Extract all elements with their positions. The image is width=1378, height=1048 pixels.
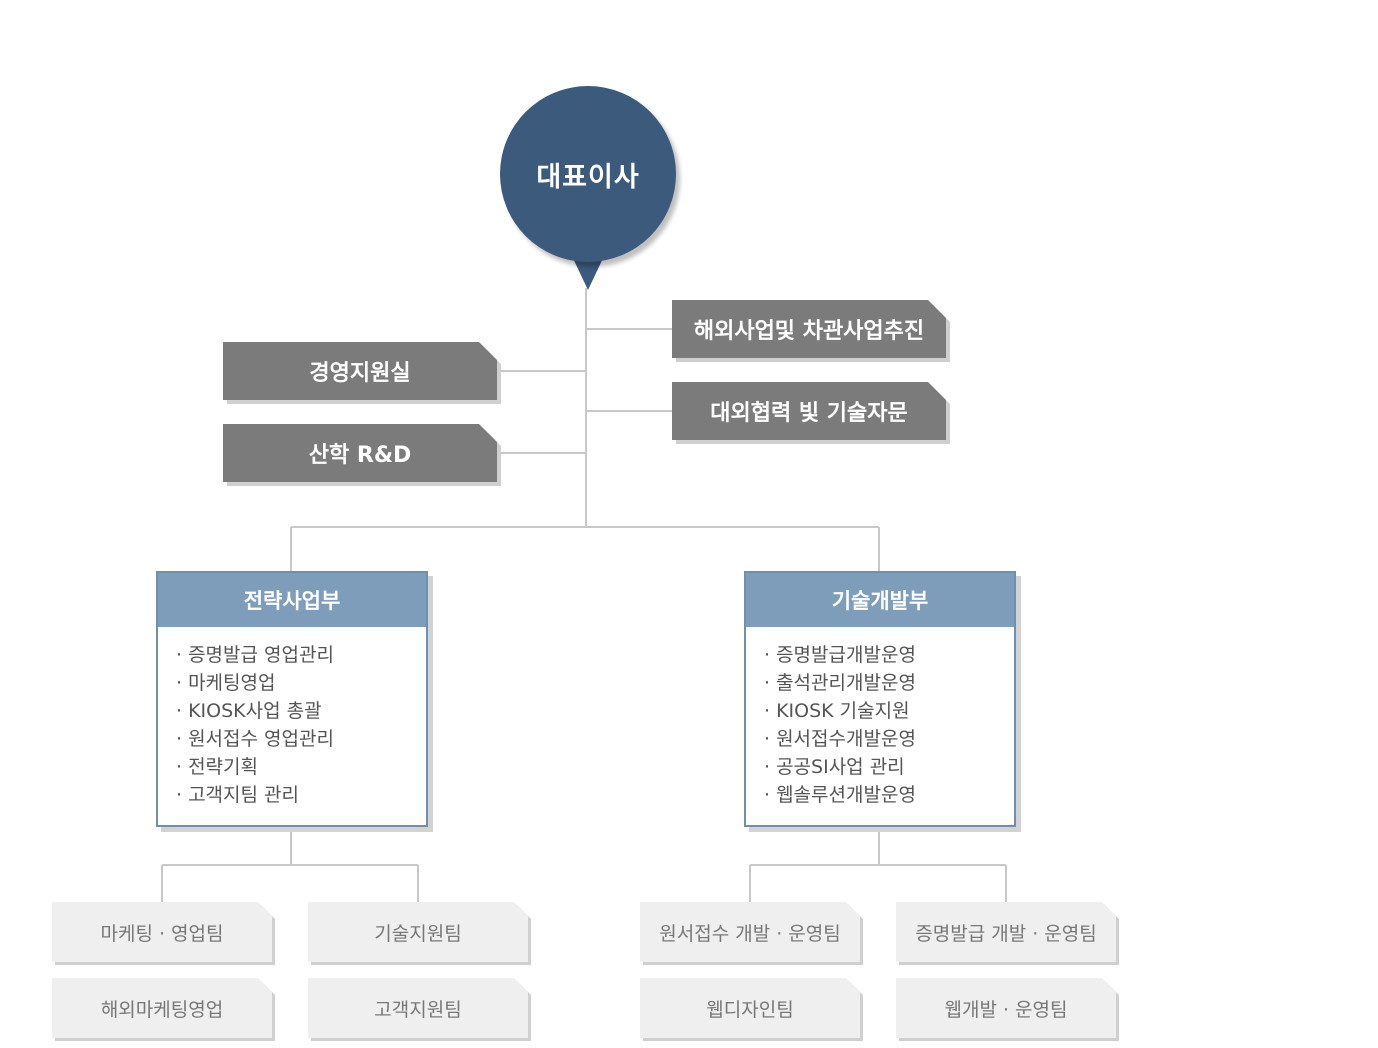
team-node: 원서접수 개발 · 운영팀 bbox=[640, 902, 860, 962]
team-node: 증명발급 개발 · 운영팀 bbox=[896, 902, 1116, 962]
team-box: 웹디자인팀 bbox=[640, 978, 860, 1038]
duty-item: · 웹솔루션개발운영 bbox=[764, 784, 916, 806]
team-label: 해외마케팅영업 bbox=[100, 998, 224, 1021]
team-label: 원서접수 개발 · 운영팀 bbox=[659, 922, 841, 945]
team-label: 웹개발 · 운영팀 bbox=[944, 998, 1068, 1021]
department-title: 전략사업부 bbox=[243, 589, 341, 613]
duty-item: · 원서접수개발운영 bbox=[764, 728, 916, 750]
department-header: 기술개발부 bbox=[746, 573, 1014, 627]
staff-left-1: 경영지원실 bbox=[223, 342, 497, 400]
team-label: 증명발급 개발 · 운영팀 bbox=[915, 922, 1097, 945]
team-box: 마케팅 · 영업팀 bbox=[52, 902, 272, 962]
department-strategy: 전략사업부 · 증명발급 영업관리 · 마케팅영업 · KIOSK사업 총괄 ·… bbox=[156, 571, 428, 827]
duty-item: · 출석관리개발운영 bbox=[764, 672, 916, 694]
team-node: 웹디자인팀 bbox=[640, 978, 860, 1038]
staff-right-2: 대외협력 빛 기술자문 bbox=[672, 382, 946, 440]
team-label: 웹디자인팀 bbox=[706, 998, 794, 1021]
staff-box: 산학 R&D bbox=[223, 424, 497, 482]
team-box: 웹개발 · 운영팀 bbox=[896, 978, 1116, 1038]
duty-item: · 마케팅영업 bbox=[176, 672, 276, 694]
team-node: 고객지원팀 bbox=[308, 978, 528, 1038]
staff-box: 해외사업및 차관사업추진 bbox=[672, 300, 946, 358]
team-box: 해외마케팅영업 bbox=[52, 978, 272, 1038]
duty-item: · 증명발급 영업관리 bbox=[176, 644, 334, 666]
duty-item: · 공공SI사업 관리 bbox=[764, 756, 905, 778]
ceo-label: 대표이사 bbox=[536, 161, 640, 193]
staff-label: 경영지원실 bbox=[309, 361, 411, 386]
team-box: 고객지원팀 bbox=[308, 978, 528, 1038]
staff-label: 산학 R&D bbox=[308, 443, 412, 468]
team-label: 기술지원팀 bbox=[374, 922, 462, 945]
department-header: 전략사업부 bbox=[158, 573, 426, 627]
team-node: 해외마케팅영업 bbox=[52, 978, 272, 1038]
department-tech-dev: 기술개발부 · 증명발급개발운영 · 출석관리개발운영 · KIOSK 기술지원… bbox=[744, 571, 1016, 827]
duty-item: · KIOSK사업 총괄 bbox=[176, 700, 322, 722]
staff-label: 대외협력 빛 기술자문 bbox=[710, 401, 908, 426]
team-box: 원서접수 개발 · 운영팀 bbox=[640, 902, 860, 962]
department-duty-list: · 증명발급개발운영 · 출석관리개발운영 · KIOSK 기술지원 · 원서접… bbox=[746, 627, 1014, 809]
staff-label: 해외사업및 차관사업추진 bbox=[693, 319, 925, 344]
staff-box: 대외협력 빛 기술자문 bbox=[672, 382, 946, 440]
staff-box: 경영지원실 bbox=[223, 342, 497, 400]
team-node: 웹개발 · 운영팀 bbox=[896, 978, 1116, 1038]
duty-item: · 전략기획 bbox=[176, 756, 258, 778]
duty-item: · 원서접수 영업관리 bbox=[176, 728, 334, 750]
duty-item: · 고객지팀 관리 bbox=[176, 784, 299, 806]
team-box: 기술지원팀 bbox=[308, 902, 528, 962]
ceo-circle: 대표이사 bbox=[500, 86, 676, 262]
staff-right-1: 해외사업및 차관사업추진 bbox=[672, 300, 946, 358]
team-box: 증명발급 개발 · 운영팀 bbox=[896, 902, 1116, 962]
team-label: 마케팅 · 영업팀 bbox=[100, 922, 224, 945]
staff-left-2: 산학 R&D bbox=[223, 424, 497, 482]
team-label: 고객지원팀 bbox=[374, 998, 462, 1021]
duty-item: · KIOSK 기술지원 bbox=[764, 700, 910, 722]
duty-item: · 증명발급개발운영 bbox=[764, 644, 916, 666]
team-node: 기술지원팀 bbox=[308, 902, 528, 962]
department-title: 기술개발부 bbox=[831, 589, 929, 613]
department-duty-list: · 증명발급 영업관리 · 마케팅영업 · KIOSK사업 총괄 · 원서접수 … bbox=[158, 627, 426, 809]
team-node: 마케팅 · 영업팀 bbox=[52, 902, 272, 962]
